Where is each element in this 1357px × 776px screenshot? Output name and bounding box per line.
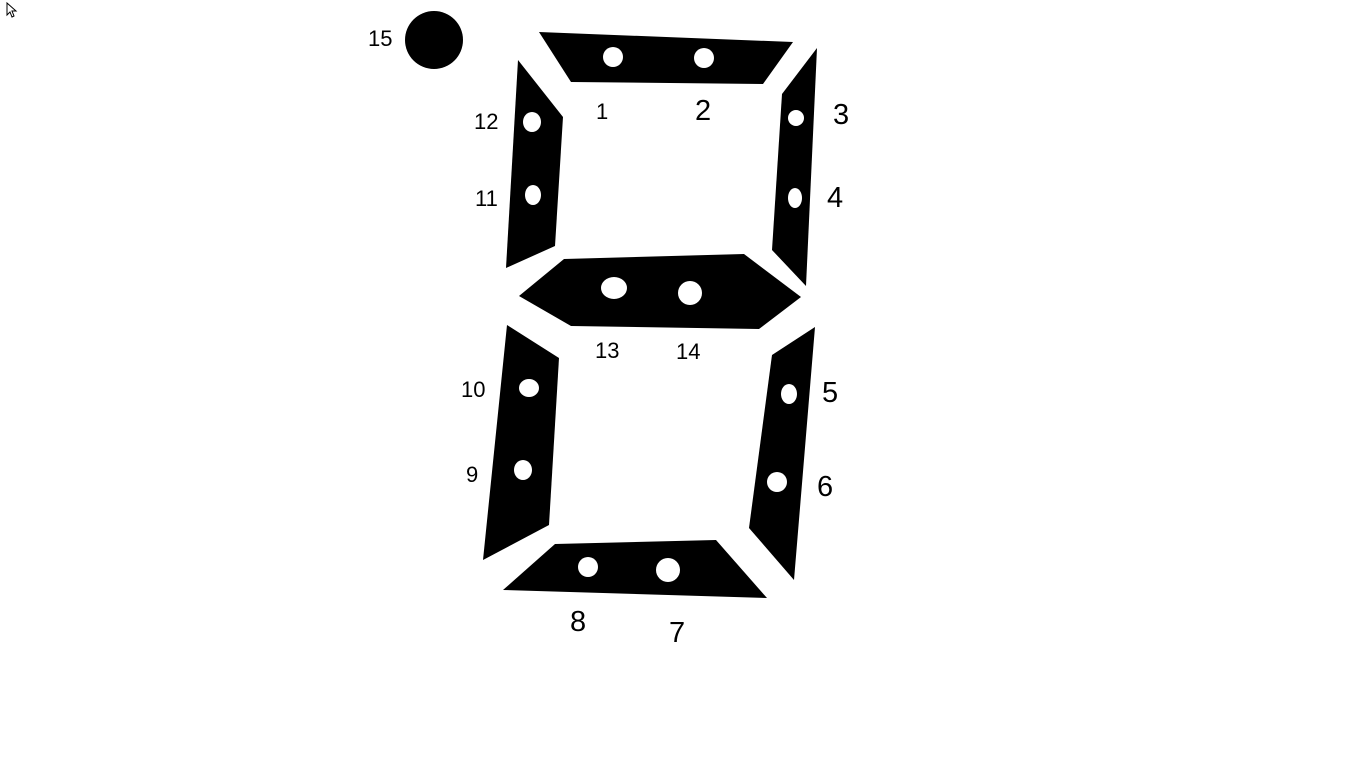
label-15: 15 (368, 26, 392, 51)
label-8: 8 (570, 606, 586, 638)
pin-hole-13 (601, 277, 627, 299)
label-4: 4 (827, 182, 843, 214)
label-14: 14 (676, 339, 700, 364)
segment-middle (519, 254, 801, 329)
label-7: 7 (669, 617, 685, 649)
label-11: 11 (475, 186, 498, 211)
pin-hole-6 (767, 472, 787, 492)
label-5: 5 (822, 377, 838, 409)
pin-hole-2 (694, 48, 714, 68)
pin-hole-1 (603, 47, 623, 67)
pin-hole-14 (678, 281, 702, 305)
label-10: 10 (461, 377, 485, 402)
segment-bottom (503, 540, 767, 598)
pin-hole-4 (788, 188, 802, 208)
pin-hole-12 (523, 112, 541, 132)
pin-hole-5 (781, 384, 797, 404)
segment-upper-right (772, 48, 817, 286)
decimal-point-segment (405, 11, 463, 69)
pin-hole-11 (525, 185, 541, 205)
label-6: 6 (817, 471, 833, 503)
segment-top (539, 32, 793, 84)
pin-hole-3 (788, 110, 804, 126)
arrow-cursor-icon (6, 1, 18, 18)
label-12: 12 (474, 109, 498, 134)
pin-hole-10 (519, 379, 539, 397)
label-9: 9 (466, 462, 478, 487)
label-3: 3 (833, 99, 849, 131)
label-2: 2 (695, 95, 711, 127)
pin-hole-9 (514, 460, 532, 480)
segment-upper-left (506, 60, 563, 268)
segment-lower-right (749, 327, 815, 580)
label-13: 13 (595, 338, 619, 363)
pin-hole-8 (578, 557, 598, 577)
pin-hole-7 (656, 558, 680, 582)
segment-lower-left (483, 325, 559, 560)
label-1: 1 (596, 99, 608, 124)
